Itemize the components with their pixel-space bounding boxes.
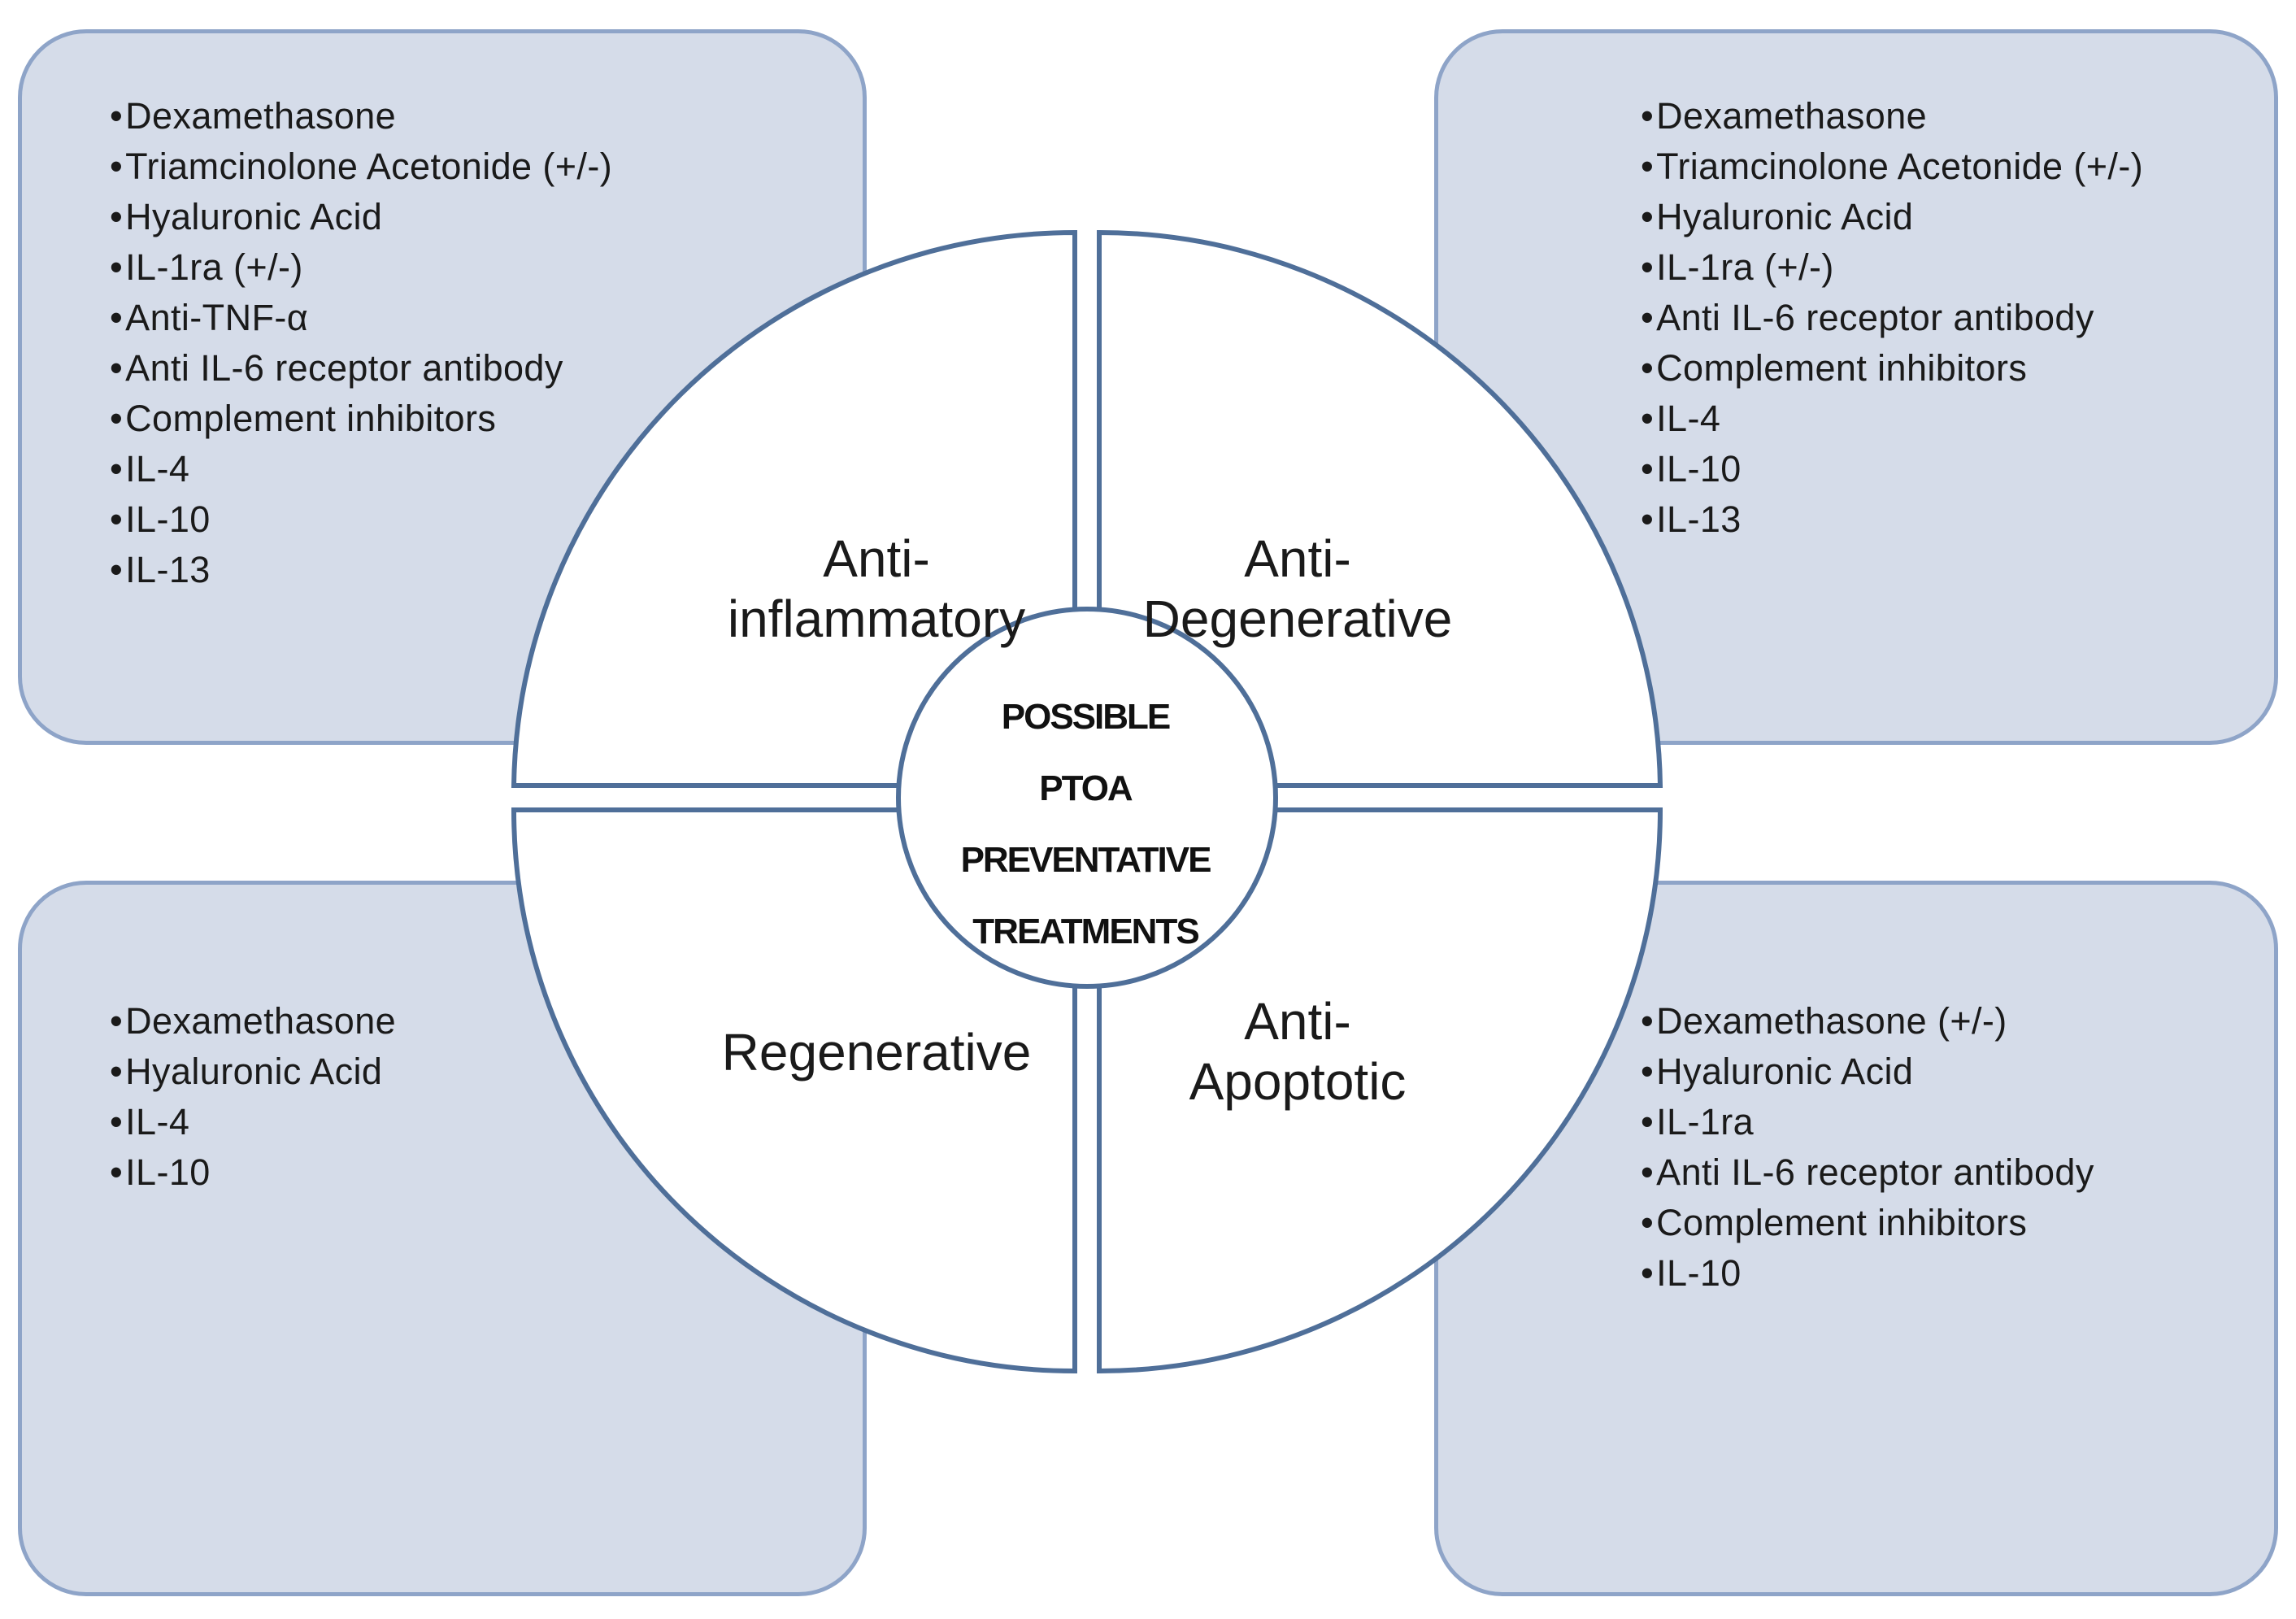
center-title: POSSIBLE PTOA PREVENTATIVE TREATMENTS bbox=[898, 681, 1272, 968]
list-item: Dexamethasone bbox=[110, 91, 612, 141]
list-item: Anti IL-6 receptor antibody bbox=[110, 343, 612, 394]
list-item: Anti IL-6 receptor antibody bbox=[1641, 1147, 2094, 1198]
label-line: Anti- bbox=[1244, 992, 1351, 1051]
anti-degenerative-list: Dexamethasone Triamcinolone Acetonide (+… bbox=[1641, 91, 2143, 545]
anti-inflammatory-quadrant bbox=[511, 229, 1077, 788]
list-item: Hyaluronic Acid bbox=[110, 1047, 396, 1097]
list-item: Dexamethasone bbox=[1641, 91, 2143, 141]
label-line: Anti- bbox=[823, 529, 930, 588]
list-item: IL-13 bbox=[1641, 494, 2143, 545]
anti-degenerative-label: Anti- Degenerative bbox=[1086, 529, 1509, 649]
list-item: Anti-TNF-α bbox=[110, 293, 612, 343]
list-item: IL-4 bbox=[110, 1097, 396, 1147]
list-item: Complement inhibitors bbox=[1641, 1198, 2094, 1248]
list-item: IL-10 bbox=[1641, 1248, 2094, 1299]
list-item: Anti IL-6 receptor antibody bbox=[1641, 293, 2143, 343]
list-item: Dexamethasone (+/-) bbox=[1641, 996, 2094, 1047]
list-item: IL-10 bbox=[1641, 444, 2143, 494]
list-item: IL-1ra bbox=[1641, 1097, 2094, 1147]
label-line: Anti- bbox=[1244, 529, 1351, 588]
list-item: Complement inhibitors bbox=[1641, 343, 2143, 394]
list-item: Triamcinolone Acetonide (+/-) bbox=[1641, 141, 2143, 192]
anti-inflammatory-list: Dexamethasone Triamcinolone Acetonide (+… bbox=[110, 91, 612, 595]
list-item: IL-1ra (+/-) bbox=[110, 242, 612, 293]
list-item: IL-10 bbox=[110, 494, 612, 545]
list-item: IL-13 bbox=[110, 545, 612, 595]
list-item: IL-4 bbox=[110, 444, 612, 494]
wheel-quadrants bbox=[511, 229, 1663, 1374]
list-item: Hyaluronic Acid bbox=[1641, 192, 2143, 242]
regenerative-list: Dexamethasone Hyaluronic Acid IL-4 IL-10 bbox=[110, 996, 396, 1198]
anti-apoptotic-quadrant bbox=[1097, 807, 1663, 1374]
anti-inflammatory-label: Anti- inflammatory bbox=[665, 529, 1088, 649]
anti-degenerative-quadrant bbox=[1097, 229, 1663, 788]
center-title-line: PREVENTATIVE bbox=[960, 840, 1212, 880]
list-item: IL-1ra (+/-) bbox=[1641, 242, 2143, 293]
label-line: Degenerative bbox=[1142, 590, 1453, 648]
anti-apoptotic-list: Dexamethasone (+/-) Hyaluronic Acid IL-1… bbox=[1641, 996, 2094, 1299]
center-title-line: TREATMENTS bbox=[972, 912, 1199, 951]
list-item: IL-10 bbox=[110, 1147, 396, 1198]
list-item: Triamcinolone Acetonide (+/-) bbox=[110, 141, 612, 192]
list-item: Dexamethasone bbox=[110, 996, 396, 1047]
label-line: inflammatory bbox=[727, 590, 1026, 648]
list-item: IL-4 bbox=[1641, 394, 2143, 444]
label-line: Regenerative bbox=[721, 1023, 1032, 1082]
center-circle bbox=[896, 607, 1278, 989]
regenerative-quadrant bbox=[511, 807, 1077, 1374]
regenerative-label: Regenerative bbox=[665, 1022, 1088, 1082]
list-item: Hyaluronic Acid bbox=[1641, 1047, 2094, 1097]
anti-apoptotic-label: Anti- Apoptotic bbox=[1086, 991, 1509, 1112]
label-line: Apoptotic bbox=[1189, 1052, 1407, 1111]
list-item: Complement inhibitors bbox=[110, 394, 612, 444]
center-title-line: POSSIBLE bbox=[1001, 697, 1172, 737]
center-title-line: PTOA bbox=[1039, 768, 1133, 808]
list-item: Hyaluronic Acid bbox=[110, 192, 612, 242]
